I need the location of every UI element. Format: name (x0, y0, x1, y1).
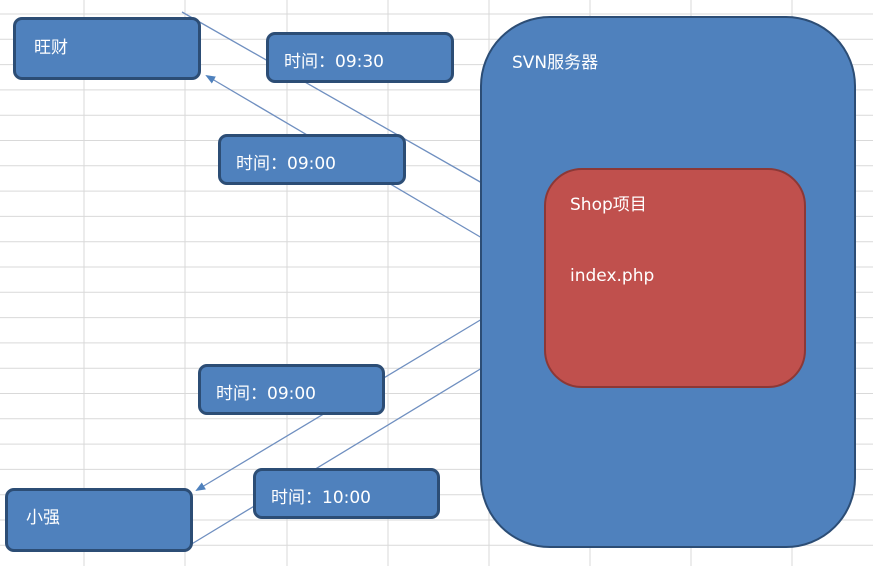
file-index-php: index.php (570, 266, 655, 286)
commit-line-xiaoqiang (189, 367, 483, 546)
time-text: 时间：10:00 (271, 488, 371, 508)
user-name: 小强 (26, 508, 60, 528)
commit-line-wangcai (181, 11, 483, 184)
time-label-1000: 时间：10:00 (253, 468, 440, 519)
time-label-0900-bottom: 时间：09:00 (198, 364, 385, 415)
server-title: SVN服务器 (512, 53, 599, 73)
shop-project: Shop项目 index.php (544, 168, 806, 388)
user-xiaoqiang: 小强 (5, 488, 193, 552)
time-text: 时间：09:00 (236, 154, 336, 174)
time-label-0900-top: 时间：09:00 (218, 134, 406, 185)
user-name: 旺财 (34, 38, 68, 58)
time-text: 时间：09:00 (216, 384, 316, 404)
time-text: 时间：09:30 (284, 52, 384, 72)
project-title: Shop项目 (570, 195, 647, 215)
user-wangcai: 旺财 (13, 17, 201, 80)
time-label-0930: 时间：09:30 (266, 32, 454, 83)
